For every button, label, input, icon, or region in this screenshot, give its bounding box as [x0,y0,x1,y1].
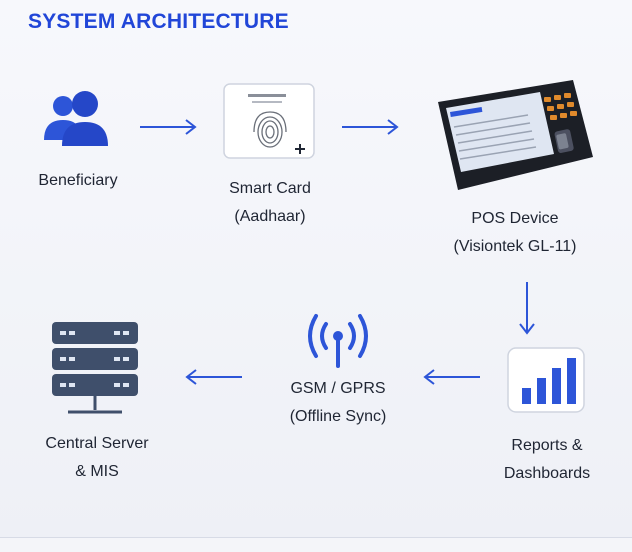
users-icon [44,91,108,146]
reports-label-line2: Dashboards [503,465,591,482]
server-label-line2: & MIS [75,463,119,480]
pos-terminal-icon [438,80,593,190]
bar-chart-icon [507,347,585,413]
pos-device-node [428,72,598,198]
server-node [48,320,142,424]
bottom-panel-edge [0,537,632,552]
fingerprint-card-icon [223,83,315,159]
smart-card-node [222,82,318,162]
arrow-left-icon [185,369,242,385]
beneficiary-label: Beneficiary [38,172,118,189]
wireless-signal-icon [308,314,368,368]
arrow-left-icon [423,369,480,385]
pos-device-label-line2: (Visiontek GL-11) [453,238,577,255]
reports-label-line1: Reports & [511,437,583,454]
smart-card-label-line1: Smart Card [229,180,311,197]
arrow-right-icon [140,119,197,135]
diagram-title: SYSTEM ARCHITECTURE [28,10,289,33]
gsm-label-line1: GSM / GPRS [290,380,386,397]
beneficiary-node [38,90,118,150]
pos-device-label-line1: POS Device [471,210,559,227]
server-rack-icon [52,322,138,414]
smart-card-label-line2: (Aadhaar) [234,208,306,225]
reports-node [506,346,588,416]
server-label-line1: Central Server [45,435,149,452]
gsm-label-line2: (Offline Sync) [289,408,387,425]
arrow-right-icon [342,119,399,135]
gsm-node [300,308,376,370]
arrow-down-icon [519,282,535,335]
